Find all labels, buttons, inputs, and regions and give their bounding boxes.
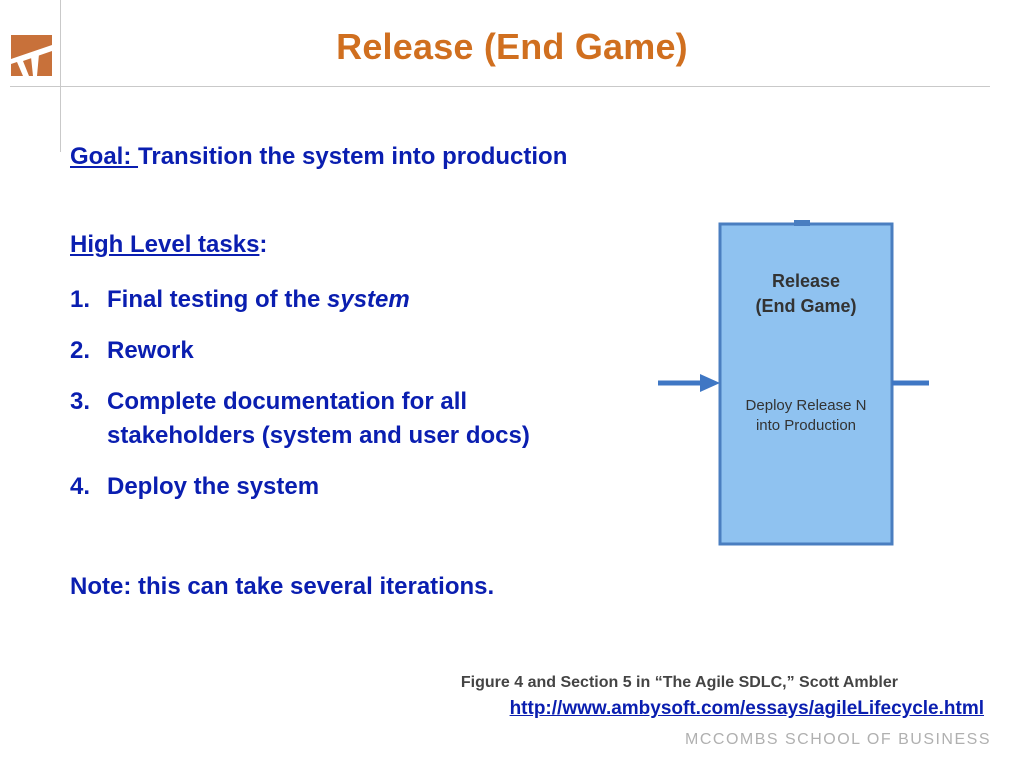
figure-caption: Figure 4 and Section 5 in “The Agile SDL… [460,674,898,691]
task-number: 4. [70,473,91,500]
slide-title: Release (End Game) [336,26,688,67]
top-connector [794,220,810,226]
goal-label: Goal: [70,143,139,170]
figure-title-line2: (End Game) [755,296,856,316]
school-wordmark: MCCOMBS SCHOOL OF BUSINESS [685,731,991,748]
high-level-suffix: : [259,231,268,258]
release-phase-diagram: Release (End Game) Deploy Release N into… [658,220,929,546]
header-vertical-rule [60,0,61,152]
incoming-arrow-head [700,374,720,392]
high-level-label: High Level tasks [70,231,260,258]
task-number: 3. [70,388,91,415]
header-horizontal-rule [10,86,990,87]
note-text: Note: this can take several iterations. [70,573,495,600]
high-level-heading: High Level tasks: [70,231,267,259]
task-text: Complete documentation for all stakehold… [107,388,530,449]
task-number: 2. [70,337,91,364]
figure-body-line1: Deploy Release N [746,397,867,414]
task-item-1: 1. Final testing of the system [70,283,410,317]
task-item-2: 2. Rework [70,334,194,368]
figure-body-line2: into Production [756,417,856,434]
task-emphasis: system [327,286,410,313]
task-text: Final testing of the [107,286,327,313]
release-phase-box [718,222,894,546]
task-item-4: 4. Deploy the system [70,470,319,504]
task-item-3: 3. Complete documentation for all stakeho… [70,385,587,453]
task-number: 1. [70,286,91,313]
task-text: Rework [107,337,194,364]
task-text: Deploy the system [107,473,320,500]
mccombs-logo-icon [11,35,52,76]
source-link[interactable]: http://www.ambysoft.com/essays/agileLife… [509,698,984,719]
goal-text: Transition the system into production [138,143,568,170]
goal-line: Goal: Transition the system into product… [70,143,567,171]
figure-title-line1: Release [772,271,840,291]
